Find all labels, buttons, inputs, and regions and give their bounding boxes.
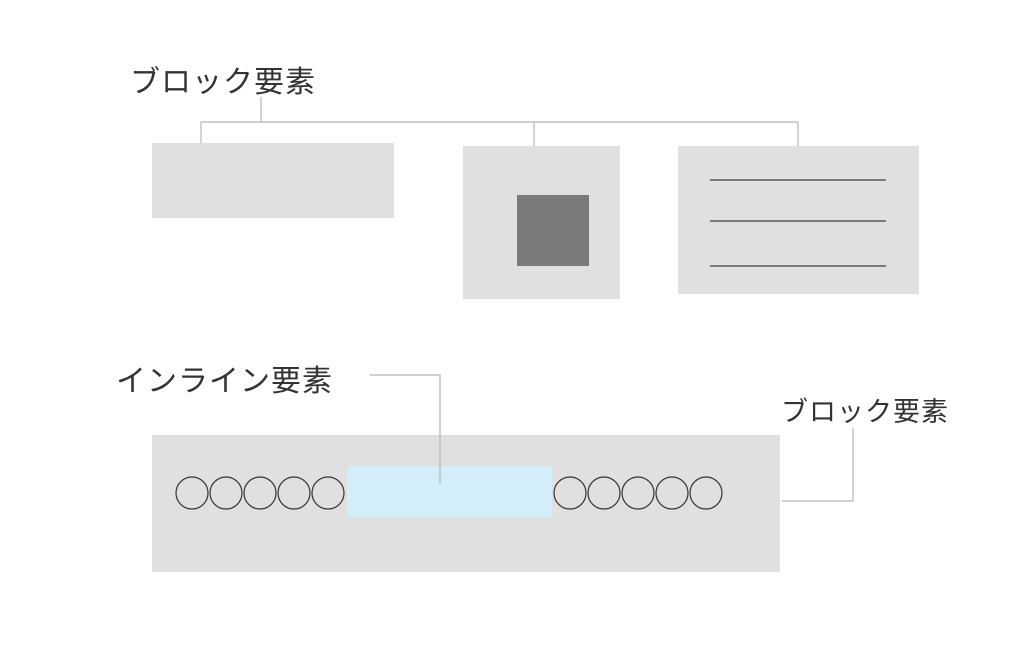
inline-circle [655,476,689,510]
inline-circle [689,476,723,510]
inner-square [517,195,589,266]
inline-circle [175,476,209,510]
inline-connector [370,374,441,484]
block-element-title: ブロック要素 [130,65,316,100]
inline-circle [311,476,345,510]
inline-circle [587,476,621,510]
inline-circle [621,476,655,510]
block-connector-tree [200,97,799,146]
inline-circle [277,476,311,510]
inline-circles [175,476,723,510]
block-bottom-connector [782,428,854,502]
inline-circle [209,476,243,510]
inline-element-label: インライン要素 [116,364,333,399]
block-element-label: ブロック要素 [781,397,949,428]
inline-circle [553,476,587,510]
block-box-plain [152,143,394,218]
inline-element-highlight [347,466,552,517]
inline-circle [243,476,277,510]
text-lines [710,179,886,267]
